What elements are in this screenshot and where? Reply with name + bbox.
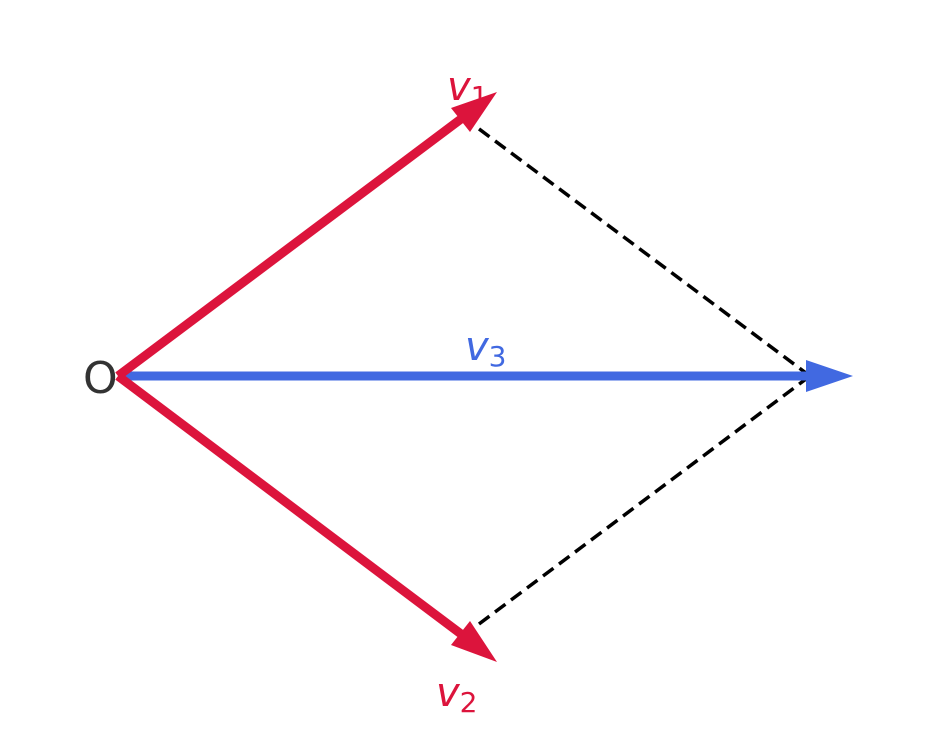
- v2-arrowhead: [451, 621, 497, 662]
- v1-label: v1: [447, 64, 489, 113]
- dashed-line-v1-to-v3: [461, 115, 812, 378]
- v1-arrow-shaft: [115, 112, 468, 380]
- origin-label: O: [83, 353, 118, 404]
- v2-arrow-shaft: [115, 372, 468, 641]
- v2-label: v2: [436, 670, 478, 719]
- v3-arrowhead: [806, 360, 853, 392]
- v3-label: v3: [465, 324, 507, 373]
- dashed-line-v2-to-v3: [461, 374, 812, 638]
- v1-arrowhead: [451, 92, 497, 132]
